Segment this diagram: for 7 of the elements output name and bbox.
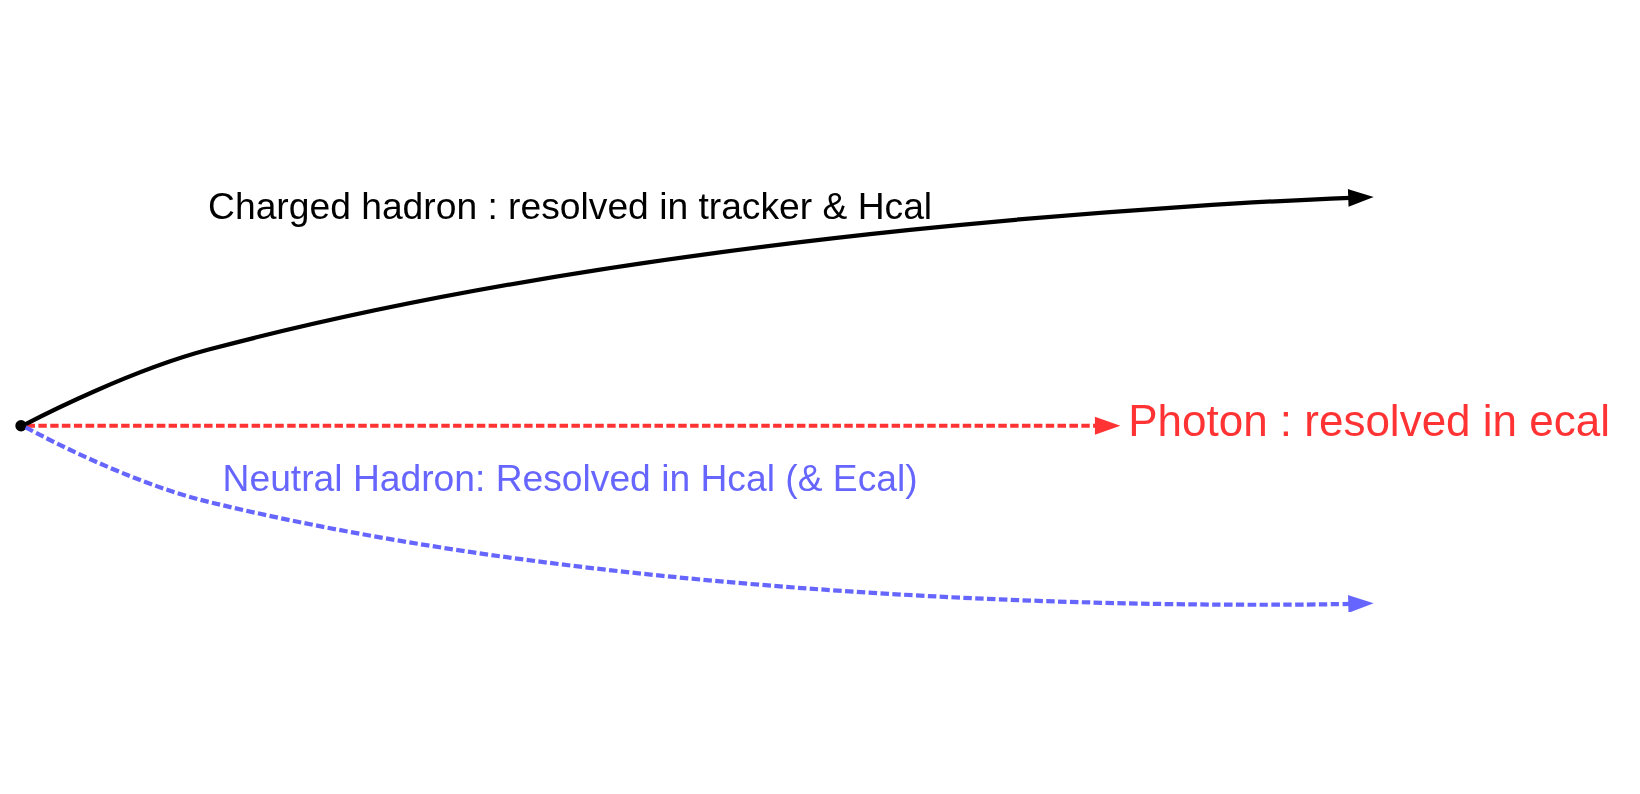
edge-label: Charged hadron : resolved in tracker & Hcal <box>208 184 933 227</box>
arrow <box>24 425 1374 612</box>
arrow <box>24 189 1374 427</box>
node-text: Photon : resolved in ecal <box>1128 396 1611 446</box>
arrow <box>26 416 1121 435</box>
node-point <box>15 420 27 432</box>
edge-label: Neutral Hadron: Resolved in Hcal (& Ecal) <box>222 457 918 500</box>
